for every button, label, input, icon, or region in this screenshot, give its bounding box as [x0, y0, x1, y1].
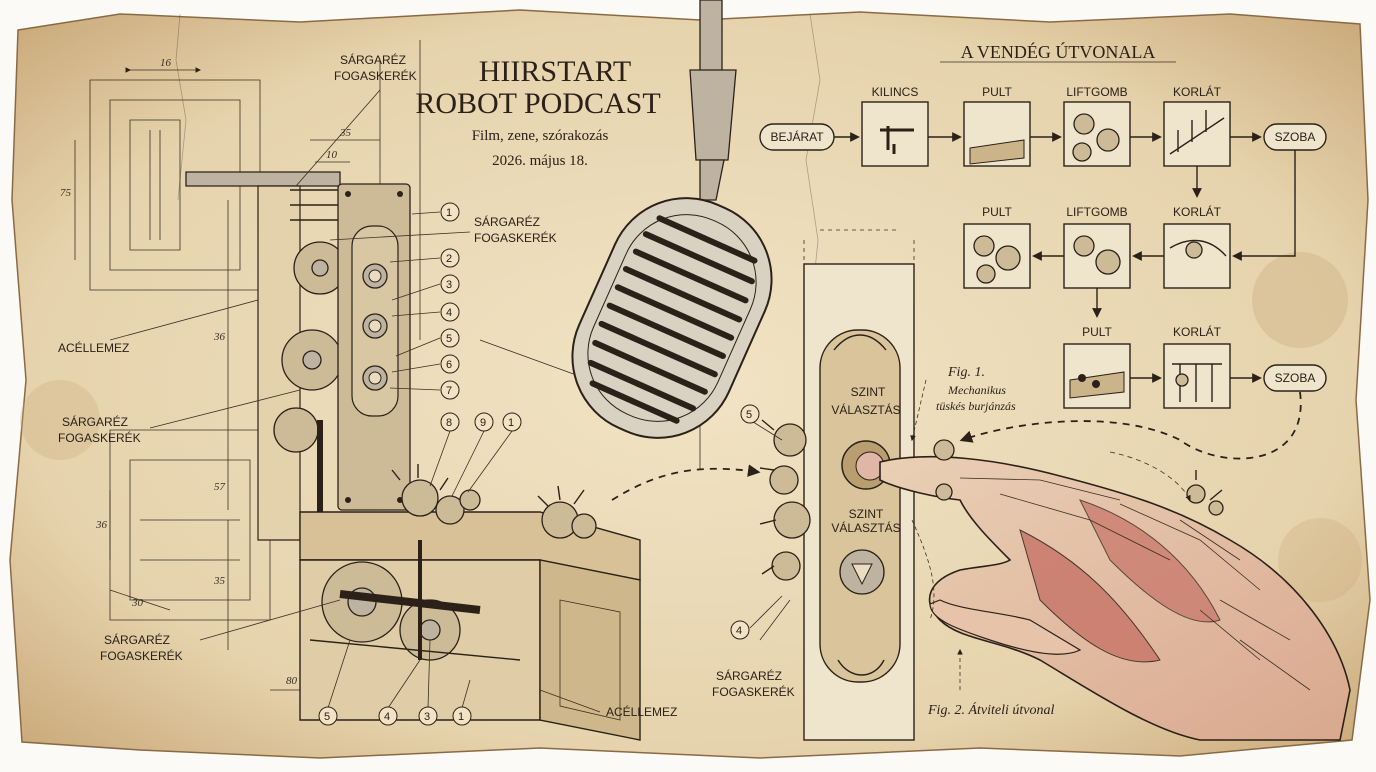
flow-row3-0: PULT — [1082, 325, 1112, 339]
callout-2: 2 — [446, 253, 452, 265]
dim-80: 80 — [286, 675, 298, 687]
fig2-caption: Fig. 2. Átviteli útvonal — [927, 701, 1054, 718]
callout-5: 5 — [446, 333, 452, 345]
elevator-callout-5: 5 — [746, 409, 752, 421]
dim-57: 57 — [214, 481, 226, 493]
label-brass-gear-left-2: FOGASKERÉK — [58, 430, 141, 445]
callout-bottom-1: 1 — [458, 711, 464, 723]
label-brass-gear-top-2: FOGASKERÉK — [334, 68, 417, 83]
subtitle: Film, zene, szórakozás — [472, 128, 609, 144]
elevator-label-2a: SZINT — [849, 507, 884, 521]
elevator-panel — [803, 229, 915, 741]
callout-7: 7 — [446, 385, 452, 397]
microphone-illustration — [571, 0, 773, 439]
flow-end-label-1: SZOBA — [1275, 130, 1316, 144]
dim-36a: 36 — [213, 331, 226, 343]
callout-bottom-3: 3 — [424, 711, 430, 723]
flow-start-label: BEJÁRAT — [770, 129, 824, 144]
dim-30: 30 — [131, 597, 144, 609]
spiky-gear-cluster — [391, 464, 597, 539]
label-leaders — [109, 89, 601, 713]
label-brass-gear-bottom-1: SÁRGARÉZ — [104, 632, 170, 647]
title-line-1: HIIRSTART — [479, 55, 631, 88]
dashed-arrow-hand-gears — [1109, 451, 1191, 502]
flow-end-node-2 — [1263, 364, 1327, 392]
callout-bottom-4: 4 — [384, 711, 390, 723]
callout-1b: 1 — [508, 417, 514, 429]
wall-mechanism — [185, 171, 347, 541]
date: 2026. május 18. — [492, 153, 588, 169]
flow-row-3 — [1063, 343, 1231, 409]
dashed-arrow-desk-panel — [611, 464, 761, 501]
fig1-line-1: Mechanikus — [947, 383, 1006, 397]
label-brass-gear-mid-2: FOGASKERÉK — [474, 230, 557, 245]
flow-row-2 — [963, 223, 1231, 289]
fig1-title: Fig. 1. — [947, 365, 985, 380]
flow-arrows — [834, 132, 1296, 383]
elevator-label-1b: VÁLASZTÁS — [831, 402, 900, 417]
reception-desk — [299, 511, 641, 741]
label-brass-gear-mid-1: SÁRGARÉZ — [474, 214, 540, 229]
label-brass-gear-bottom-2: FOGASKERÉK — [100, 648, 183, 663]
elevator-label-2b: VÁLASZTÁS — [831, 520, 900, 535]
dim-10: 10 — [326, 149, 338, 161]
callout-9: 9 — [480, 417, 486, 429]
fig1-leader — [910, 379, 927, 442]
elevator-gear-growth — [730, 404, 811, 641]
title-line-2: ROBOT PODCAST — [415, 87, 660, 120]
label-brass-gear-elevator-1: SÁRGARÉZ — [716, 668, 782, 683]
callout-6: 6 — [446, 359, 452, 371]
callout-4: 4 — [446, 307, 452, 319]
elevator-label-1a: SZINT — [851, 385, 886, 399]
label-steel-plate-bottom: ACÉLLEMEZ — [606, 704, 677, 719]
dimension-lines — [74, 67, 380, 691]
flow-row2-1: LIFTGOMB — [1066, 205, 1127, 219]
brass-button-panel — [337, 183, 411, 511]
gearbox-callouts — [429, 412, 522, 497]
dim-36b: 36 — [95, 519, 108, 531]
dashed-arrow-room-hand — [959, 391, 1302, 460]
bottom-callouts — [318, 639, 472, 726]
flow-row-1 — [861, 101, 1231, 167]
label-brass-gear-left-1: SÁRGARÉZ — [62, 414, 128, 429]
fig2-dashed-path — [911, 519, 935, 621]
flow-row1-3: KORLÁT — [1173, 84, 1222, 99]
label-steel-plate-left: ACÉLLEMEZ — [58, 340, 129, 355]
dim-75: 75 — [60, 187, 72, 199]
dim-35a: 35 — [339, 127, 352, 139]
elevator-callout-4: 4 — [736, 625, 742, 637]
flow-end-label-2: SZOBA — [1275, 371, 1316, 385]
callout-8: 8 — [446, 417, 452, 429]
flow-row1-1: PULT — [982, 85, 1012, 99]
flow-row2-0: PULT — [982, 205, 1012, 219]
fig1-line-2: tüskés burjánzás — [936, 399, 1016, 413]
dim-35b: 35 — [213, 575, 226, 587]
label-brass-gear-elevator-2: FOGASKERÉK — [712, 684, 795, 699]
flow-row2-2: KORLÁT — [1173, 204, 1222, 219]
label-brass-gear-top-1: SÁRGARÉZ — [340, 52, 406, 67]
flow-row1-2: LIFTGOMB — [1066, 85, 1127, 99]
callout-bottom-5: 5 — [324, 711, 330, 723]
callout-3: 3 — [446, 279, 452, 291]
flow-title: A VENDÉG ÚTVONALA — [961, 41, 1156, 62]
flow-row1-0: KILINCS — [872, 85, 919, 99]
dim-16: 16 — [160, 57, 172, 69]
anatomical-hand — [879, 439, 1351, 741]
flow-row3-1: KORLÁT — [1173, 324, 1222, 339]
callout-1: 1 — [446, 207, 452, 219]
panel-callouts — [389, 202, 460, 400]
